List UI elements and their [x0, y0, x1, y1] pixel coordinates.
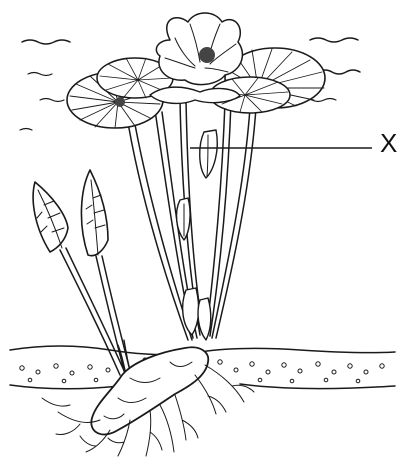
- label-x: X: [380, 130, 397, 156]
- flower: [150, 13, 242, 103]
- rhizome: [91, 347, 208, 434]
- inner-leaves: [118, 130, 217, 375]
